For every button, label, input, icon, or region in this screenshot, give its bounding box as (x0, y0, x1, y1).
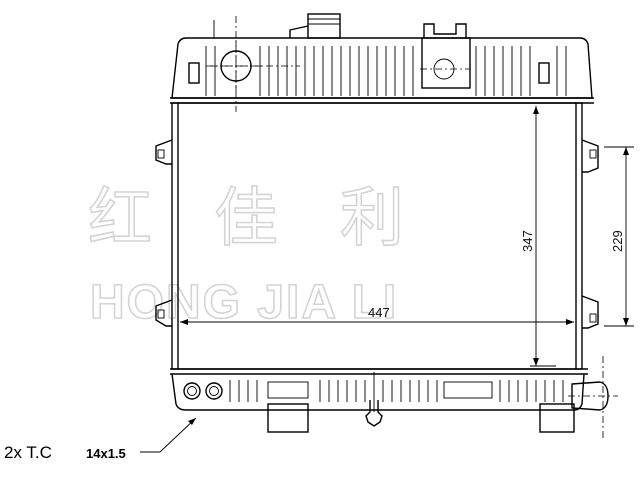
top-left-slot (188, 62, 200, 84)
dimension-bracket-spacing: 229 (604, 146, 634, 327)
right-brackets (581, 139, 599, 329)
top-inlet-port (206, 16, 300, 112)
dimension-width-label: 447 (368, 305, 390, 320)
watermark: 红佳利 HONG JIA LI (87, 181, 466, 330)
dimension-width: 447 (180, 305, 574, 325)
callout-size: 14x1.5 (86, 446, 126, 461)
top-right-slot (538, 62, 550, 84)
bottom-tank-slot (267, 381, 309, 399)
bottom-tank (170, 356, 618, 438)
bottom-tank-slot (443, 381, 493, 399)
thread-callout: 2x T.C 14x1.5 (4, 417, 197, 462)
top-tank-ribs (205, 46, 567, 96)
watermark-chinese-text: 红佳利 (88, 182, 466, 256)
dimension-bracket-spacing-label: 229 (610, 230, 625, 252)
callout-prefix: 2x T.C (4, 443, 52, 462)
top-tank (170, 37, 594, 104)
bottom-tank-ribs (229, 380, 564, 402)
dimension-height-label: 347 (520, 230, 535, 252)
filler-neck (289, 13, 341, 39)
left-brackets (155, 139, 173, 327)
top-right-cap (420, 23, 471, 89)
dimension-height: 347 (520, 106, 556, 367)
watermark-latin-text: HONG JIA LI (90, 276, 398, 329)
